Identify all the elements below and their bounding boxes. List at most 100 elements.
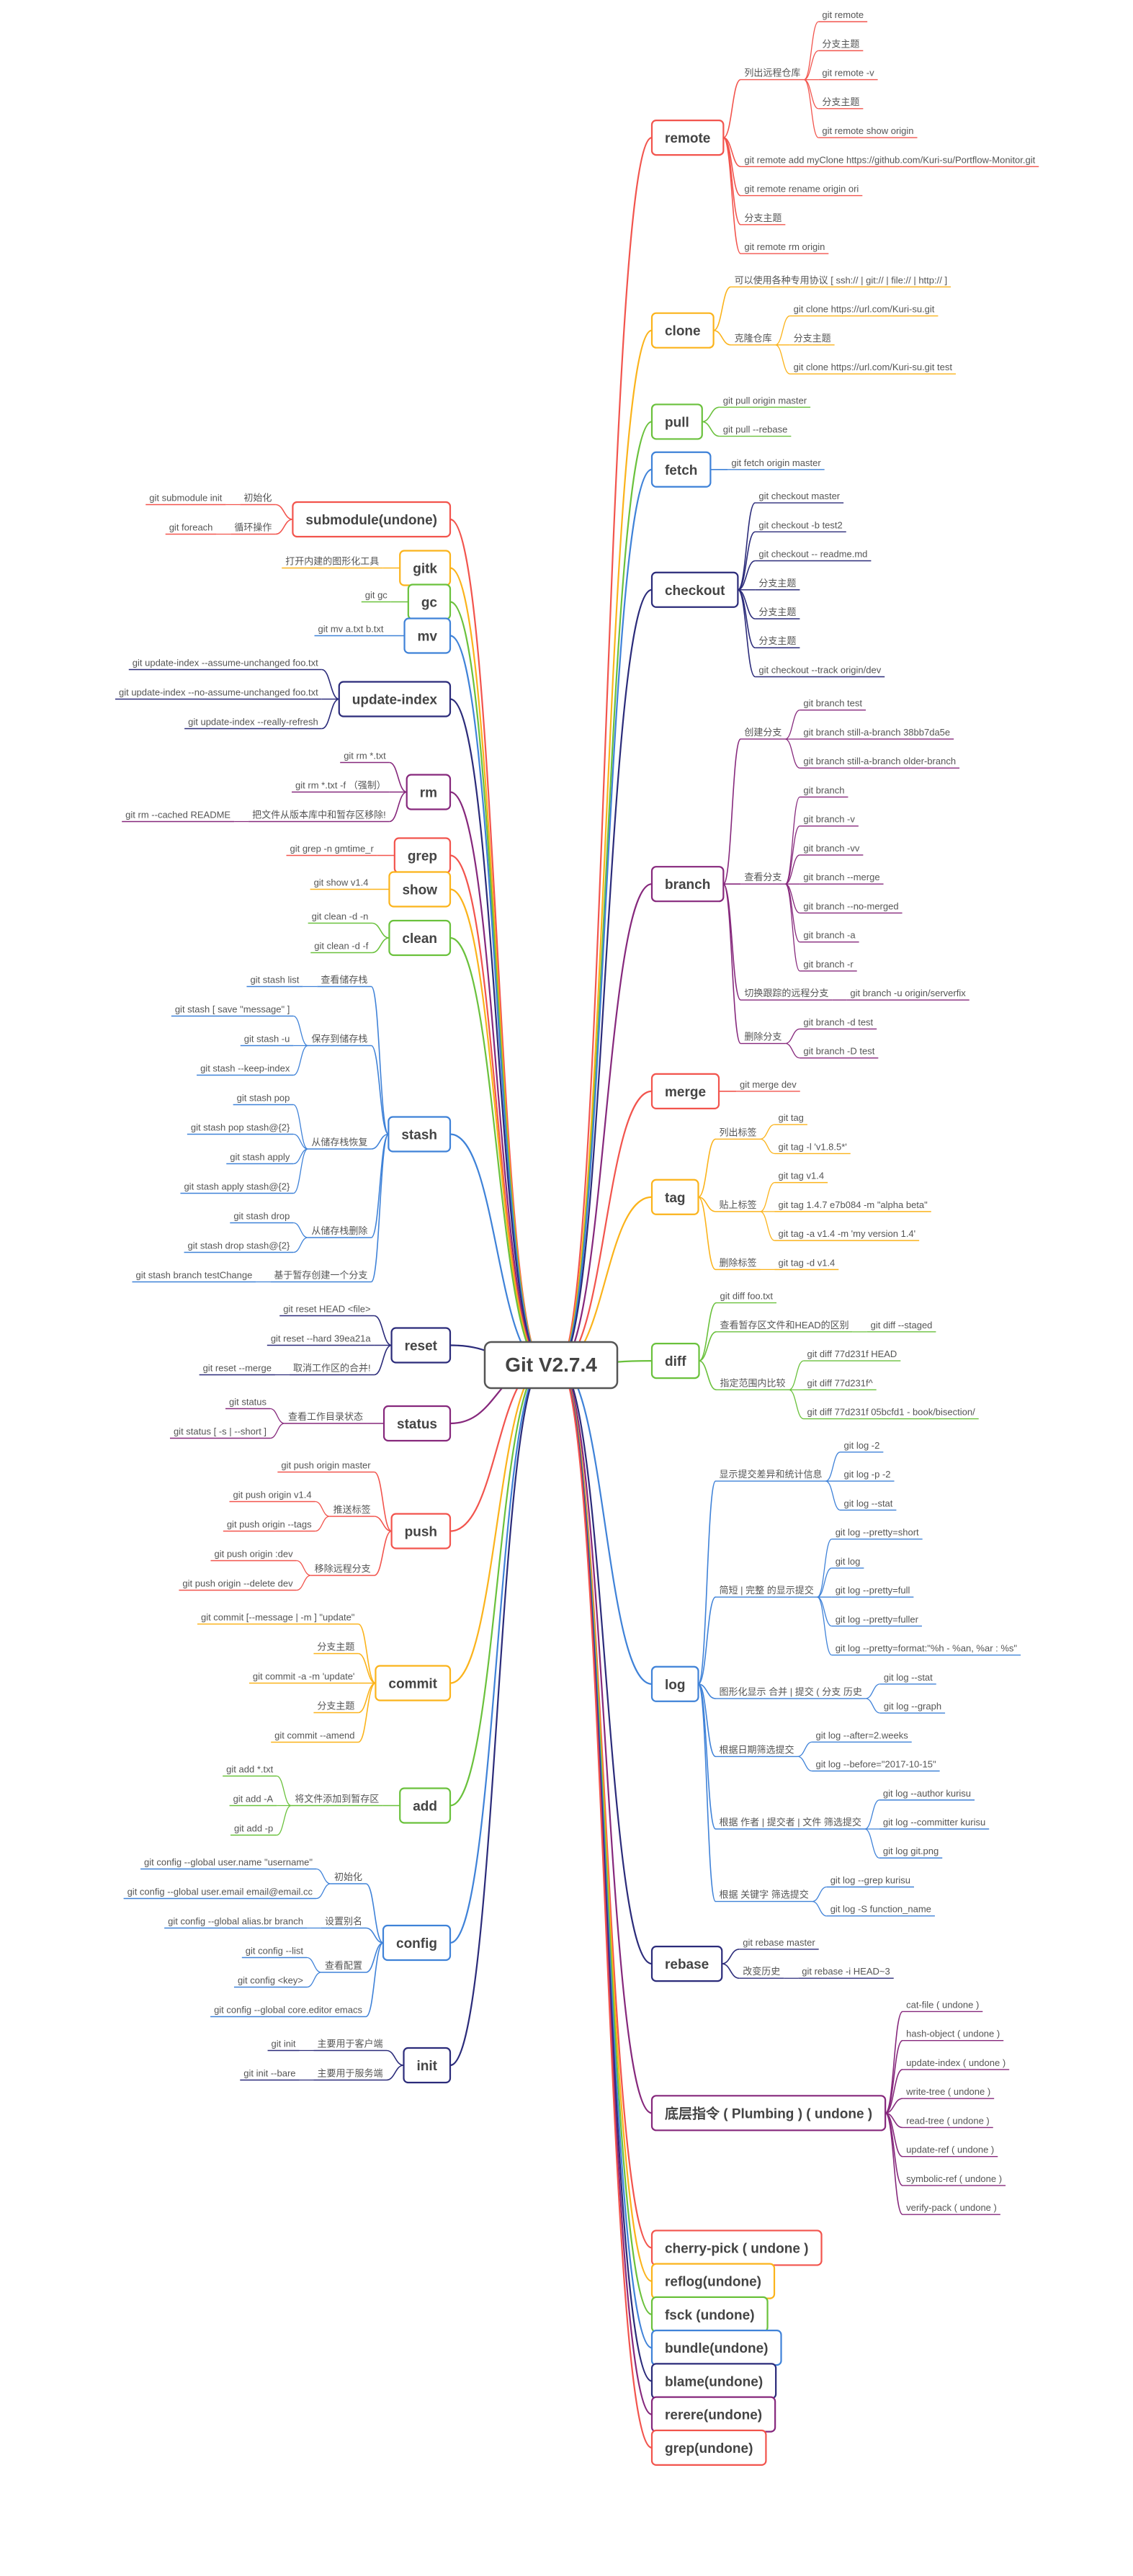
leaf-connector [804, 50, 819, 81]
node-label: git branch -a [803, 930, 856, 941]
topic-log[interactable]: log [650, 1665, 699, 1702]
node-label: git log [836, 1556, 861, 1567]
topic-connector [885, 2011, 903, 2114]
node-label: git config --global user.name "username" [144, 1857, 313, 1868]
topic-blame-undone[interactable]: blame(undone) [650, 2363, 777, 2400]
topic-fsck-undone[interactable]: fsck (undone) [650, 2296, 769, 2333]
topic-rebase[interactable]: rebase [650, 1945, 723, 1982]
node-label: git stash branch testChange [135, 1270, 252, 1281]
topic-fetch[interactable]: fetch [650, 451, 712, 488]
topic-checkout[interactable]: checkout [650, 571, 739, 608]
node-label: git remote add myClone https://github.co… [744, 154, 1035, 165]
topic-commit[interactable]: commit [375, 1665, 452, 1701]
leaf-connector [293, 1222, 308, 1238]
topic-submodule-undone[interactable]: submodule(undone) [292, 501, 452, 538]
node-label: git status [ -s | --short ] [174, 1426, 267, 1437]
node-label: git log git.png [883, 1846, 939, 1856]
topic-label: merge [665, 1085, 706, 1100]
topic-bundle-undone[interactable]: bundle(undone) [650, 2330, 782, 2366]
topic-label: fsck (undone) [665, 2308, 755, 2323]
topic-mv[interactable]: mv [403, 617, 452, 654]
root-label: Git V2.7.4 [505, 1354, 597, 1376]
node-label: 可以使用各种专用协议 [ ssh:// | git:// | file:// |… [735, 274, 947, 285]
topic-rm[interactable]: rm [406, 774, 452, 810]
node-label: git diff 77d231f^ [807, 1377, 874, 1388]
topic-grep[interactable]: grep [393, 837, 452, 874]
node-label: cat-file ( undone ) [906, 1999, 979, 2010]
topic-label: 底层指令 ( Plumbing ) ( undone ) [665, 2105, 872, 2121]
topic-plumbing-undone[interactable]: 底层指令 ( Plumbing ) ( undone ) [650, 2095, 887, 2132]
node-label: git branch -vv [803, 843, 860, 854]
root-connector [449, 1364, 545, 2067]
topic-label: config [396, 1936, 437, 1951]
topic-reset[interactable]: reset [390, 1327, 452, 1364]
topic-diff[interactable]: diff [650, 1342, 700, 1379]
topic-update-index[interactable]: update-index [338, 681, 452, 717]
node-label: git pull --rebase [723, 424, 788, 435]
node-label: verify-pack ( undone ) [906, 2202, 997, 2213]
topic-label: clone [665, 324, 701, 339]
topic-rerere-undone[interactable]: rerere(undone) [650, 2396, 776, 2433]
node-label: 查看暂存区文件和HEAD的区别 [720, 1320, 849, 1331]
leaf-connector [865, 1683, 881, 1699]
topic-clean[interactable]: clean [388, 919, 452, 957]
leaf-connector [775, 344, 790, 375]
root-connector [557, 1364, 653, 2249]
node-label: git log --committer kurisu [883, 1817, 985, 1828]
topic-gitk[interactable]: gitk [399, 550, 452, 586]
topic-status[interactable]: status [382, 1405, 452, 1442]
node-label: git remote -v [822, 68, 874, 79]
topic-connector [885, 2112, 903, 2215]
leaf-connector [784, 826, 800, 885]
topic-label: tag [665, 1191, 686, 1206]
node-label: 取消工作区的合并! [293, 1363, 371, 1374]
topic-branch[interactable]: branch [650, 866, 725, 903]
leaf-connector [812, 1886, 827, 1902]
topic-push[interactable]: push [390, 1513, 452, 1549]
topic-label: fetch [665, 463, 697, 478]
node-label: git log --pretty=fuller [836, 1614, 919, 1624]
topic-add[interactable]: add [399, 1787, 452, 1824]
node-label: git log --author kurisu [883, 1788, 971, 1799]
root-connector [449, 1133, 545, 1367]
topic-connector [702, 421, 720, 437]
topic-cherry-pick-undone[interactable]: cherry-pick ( undone ) [650, 2230, 823, 2266]
topic-label: bundle(undone) [665, 2341, 769, 2356]
node-label: git branch -r [803, 959, 854, 970]
topic-tag[interactable]: tag [650, 1179, 699, 1215]
topic-label: branch [665, 877, 710, 893]
topic-init[interactable]: init [403, 2047, 452, 2084]
topic-stash[interactable]: stash [388, 1116, 452, 1153]
topic-grep-undone[interactable]: grep(undone) [650, 2429, 767, 2466]
topic-clone[interactable]: clone [650, 312, 715, 349]
topic-remote[interactable]: remote [650, 119, 725, 156]
node-label: git log --pretty=format:"%h - %an, %ar :… [836, 1643, 1018, 1654]
node-label: hash-object ( undone ) [906, 2029, 1000, 2039]
topic-config[interactable]: config [382, 1924, 452, 1962]
topic-label: stash [401, 1128, 437, 1143]
topic-connector [722, 883, 742, 1045]
node-label: git foreach [169, 522, 213, 533]
node-label: git branch -d test [803, 1016, 873, 1027]
leaf-connector [315, 1516, 330, 1532]
node-label: git log --pretty=full [836, 1585, 910, 1596]
root-node[interactable]: Git V2.7.4 [483, 1341, 619, 1390]
node-label: git update-index --no-assume-unchanged f… [119, 687, 318, 698]
topic-reflog-undone[interactable]: reflog(undone) [650, 2263, 776, 2299]
topic-label: rebase [665, 1957, 709, 1972]
topic-merge[interactable]: merge [650, 1073, 720, 1110]
leaf-connector [784, 883, 800, 972]
topic-pull[interactable]: pull [650, 403, 703, 440]
node-label: git stash apply [230, 1152, 290, 1163]
leaf-connector [293, 1045, 308, 1076]
topic-connector [386, 2049, 404, 2066]
leaf-connector [760, 1138, 775, 1155]
connectors-layer [115, 21, 1039, 2448]
topic-show[interactable]: show [388, 871, 452, 908]
node-label: 分支主题 [317, 1642, 354, 1653]
topic-gc[interactable]: gc [407, 583, 452, 620]
leaf-connector [784, 883, 800, 943]
topic-label: init [417, 2059, 438, 2074]
node-label: git stash drop stash@{2} [188, 1240, 290, 1251]
topic-label: rm [420, 786, 437, 801]
